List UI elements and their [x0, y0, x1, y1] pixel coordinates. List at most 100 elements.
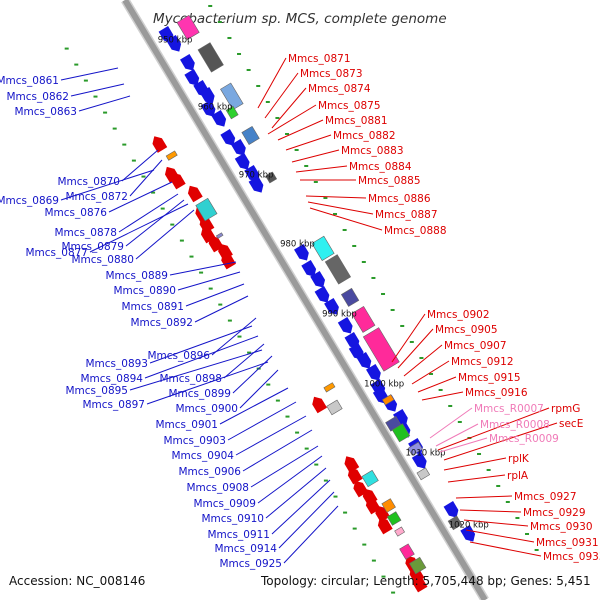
guide-dot [285, 415, 290, 418]
guide-dot [381, 292, 386, 295]
guide-dot [438, 388, 443, 391]
label-connector [257, 57, 287, 109]
gene-label: Mmcs_0901 [155, 419, 218, 431]
guide-dot [534, 548, 539, 551]
label-connector [169, 261, 237, 276]
gene-label: Mmcs_0904 [171, 450, 234, 462]
reverse-gene-arrow [221, 252, 236, 270]
label-connector [227, 401, 297, 441]
feature-block [197, 42, 224, 73]
guide-dot [314, 463, 319, 466]
guide-dot [199, 271, 204, 274]
accession-text: Accession: NC_008146 [9, 574, 146, 588]
label-connector [429, 407, 473, 439]
label-connector [194, 295, 249, 323]
label-connector [135, 209, 195, 260]
label-connector [271, 479, 331, 535]
gene-label: Mmcs_0871 [288, 53, 351, 65]
guide-dot [419, 356, 424, 359]
label-connector [60, 67, 119, 81]
gene-label: rpmG [551, 403, 580, 415]
gene-label: Mmcs_0885 [358, 175, 421, 187]
gene-label: Mmcs_0897 [82, 399, 145, 411]
guide-dot [352, 527, 357, 530]
gene-label: Mmcs_0905 [435, 324, 498, 336]
gene-label: rplA [507, 470, 529, 482]
guide-dot [217, 20, 222, 23]
label-connector [242, 429, 313, 472]
label-connector [78, 95, 131, 112]
guide-dot [170, 223, 175, 226]
reverse-gene-arrow [152, 136, 168, 153]
label-connector [250, 445, 319, 488]
arrow-shape [221, 252, 236, 270]
gene-label: Mmcs_0911 [207, 529, 270, 541]
genome-summary: Topology: circular; Length: 5,705,448 bp… [261, 574, 591, 588]
arrow-shape [248, 176, 264, 193]
block-shape [323, 382, 336, 393]
guide-dot [208, 4, 213, 7]
guide-dot [381, 575, 386, 578]
label-connector [465, 529, 535, 543]
forward-gene-arrow [301, 260, 317, 277]
forward-gene-arrow [344, 332, 360, 349]
arrow-shape [170, 172, 186, 190]
label-connector [70, 83, 125, 97]
feature-block [447, 515, 463, 531]
gene-label: Mmcs_0927 [514, 491, 577, 503]
guide-dot [275, 399, 280, 402]
label-connector [397, 328, 434, 369]
guide-dot [74, 63, 79, 66]
forward-gene-arrow [310, 270, 326, 288]
label-connector [291, 149, 340, 163]
label-connector [211, 317, 257, 356]
arrow-shape [366, 363, 381, 381]
arrow-shape [199, 86, 215, 104]
feature-block [362, 327, 400, 372]
guide-dot [141, 175, 146, 178]
guide-dot [515, 516, 520, 519]
forward-gene-arrow [166, 35, 182, 52]
gene-label: Mmcs_0909 [193, 498, 256, 510]
guide-dot [525, 532, 530, 535]
feature-block [409, 556, 427, 575]
block-shape [391, 423, 411, 443]
block-shape [381, 394, 395, 406]
label-connector [278, 491, 335, 549]
guide-dot [486, 468, 491, 471]
forward-gene-arrow [314, 286, 330, 303]
forward-gene-arrow [180, 53, 195, 71]
block-shape [362, 327, 400, 372]
label-connector [265, 467, 327, 519]
guide-dot [390, 308, 395, 311]
guide-dot [391, 591, 396, 594]
forward-gene-arrow [184, 69, 200, 86]
gene-label: Mmcs_0899 [168, 388, 231, 400]
gene-label: Mmcs_0862 [6, 91, 69, 103]
forward-gene-arrow [211, 110, 227, 127]
reverse-gene-arrow [377, 517, 393, 535]
label-connector [463, 519, 529, 527]
arrow-shape [460, 525, 476, 542]
forward-gene-arrow [324, 298, 339, 315]
label-connector [421, 391, 464, 401]
arrow-shape [184, 69, 200, 86]
feature-block [225, 105, 239, 120]
arrow-shape [375, 505, 391, 523]
feature-layer [152, 14, 476, 593]
forward-gene-arrow [248, 176, 264, 193]
feature-block [391, 423, 411, 443]
guide-dot [505, 500, 510, 503]
gene-label: Mmcs_0863 [14, 106, 77, 118]
gene-label: Mmcs_0892 [130, 317, 193, 329]
arrow-shape [348, 343, 364, 360]
feature-block [241, 125, 260, 145]
guide-dot [247, 351, 252, 354]
arrow-shape [347, 467, 363, 485]
feature-block [215, 232, 224, 239]
gene-label: Mmcs_0884 [349, 161, 412, 173]
reverse-gene-arrow [170, 172, 186, 190]
guide-dot [333, 495, 338, 498]
block-shape [176, 14, 200, 41]
